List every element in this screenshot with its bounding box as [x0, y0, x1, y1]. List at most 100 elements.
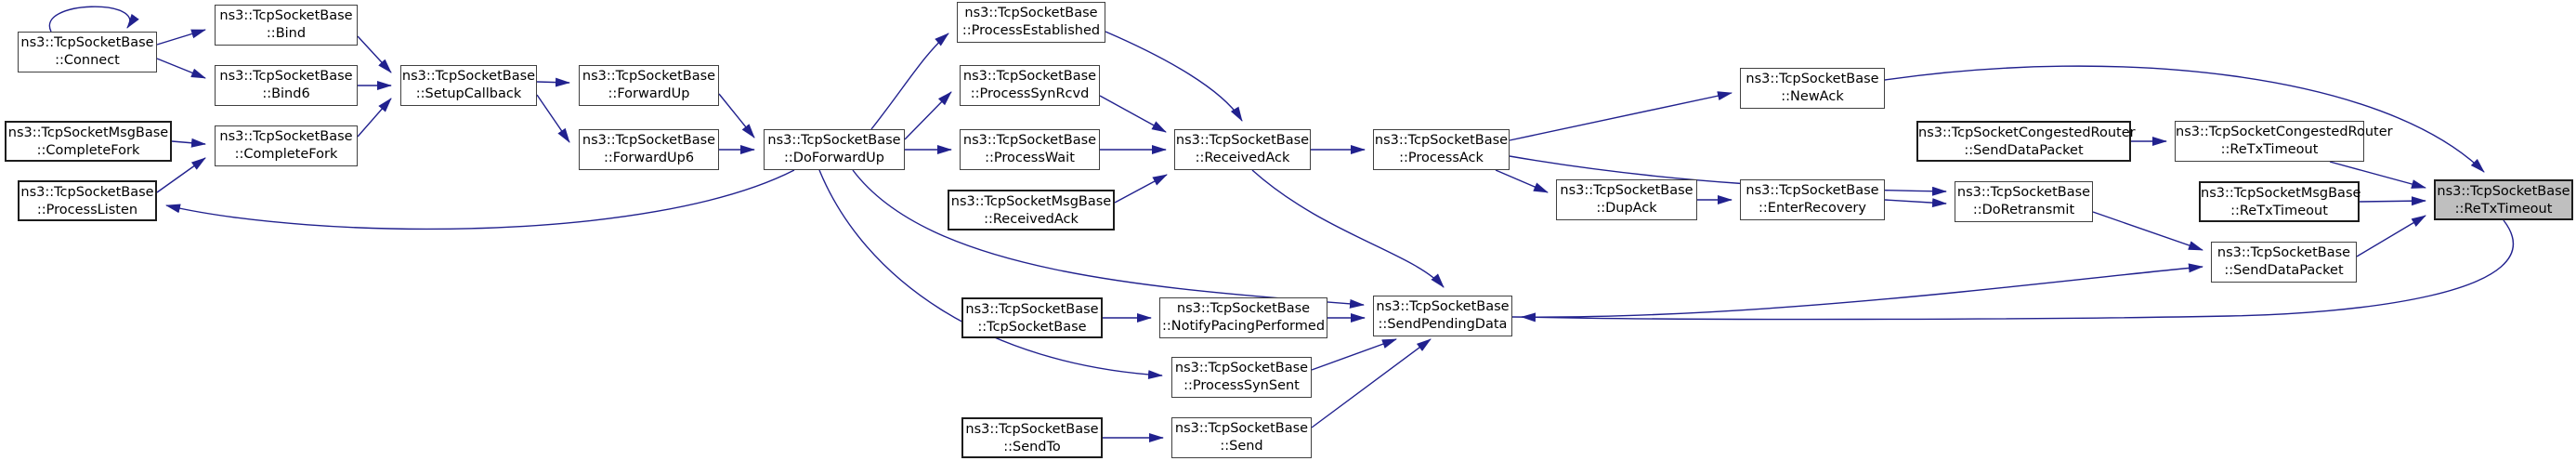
node-method-line: ::SendPendingData	[1378, 317, 1508, 332]
node-method-line: ::NotifyPacingPerformed	[1161, 319, 1326, 334]
node-forwardup6[interactable]: ns3::TcpSocketBase::ForwardUp6	[579, 129, 719, 170]
edge-processlisten-to-completefork	[156, 157, 206, 193]
node-class-line: ns3::TcpSocketBase	[1174, 421, 1309, 436]
edge-completefork-to-setupcallback	[357, 98, 392, 138]
node-connect[interactable]: ns3::TcpSocketBase::Connect	[18, 32, 157, 72]
edge-msgbase-receivedack-to-receivedack	[1114, 174, 1168, 204]
node-class-line: ns3::TcpSocketBase	[965, 302, 1099, 317]
edge-processack-to-dupack	[1495, 169, 1549, 193]
edge-processsynsent-to-sendpendingdata	[1311, 338, 1397, 371]
node-method-line: ::ProcessEstablished	[961, 23, 1101, 38]
edge-connect-to-connect	[48, 6, 139, 33]
node-class-line: ns3::TcpSocketBase	[1174, 361, 1309, 375]
node-method-line: ::DupAck	[1596, 201, 1657, 216]
node-class-line: ns3::TcpSocketBase	[1175, 133, 1310, 148]
edge-processack-to-newack	[1509, 91, 1733, 141]
node-method-line: ::ProcessSynSent	[1183, 378, 1300, 393]
edge-doforwardup-to-processestablished	[870, 33, 949, 130]
node-class-line: ns3::TcpSocketBase	[965, 422, 1099, 437]
node-class-line: ns3::TcpSocketBase	[1376, 299, 1510, 314]
node-method-line: ::Send	[1220, 439, 1263, 454]
edge-doforwardup-to-processlisten	[165, 169, 795, 230]
node-method-line: ::SendTo	[1003, 440, 1061, 454]
node-method-line: ::EnterRecovery	[1759, 201, 1866, 216]
node-processsynrcvd[interactable]: ns3::TcpSocketBase::ProcessSynRcvd	[960, 65, 1100, 106]
node-enterrecovery[interactable]: ns3::TcpSocketBase::EnterRecovery	[1740, 179, 1885, 220]
node-processack[interactable]: ns3::TcpSocketBase::ProcessAck	[1373, 129, 1510, 170]
node-class-line: ns3::TcpSocketBase	[1374, 133, 1509, 148]
node-notifypacingperformed[interactable]: ns3::TcpSocketBase::NotifyPacingPerforme…	[1159, 297, 1327, 338]
node-class-line: ns3::TcpSocketBase	[1746, 183, 1879, 198]
node-bind[interactable]: ns3::TcpSocketBase::Bind	[215, 5, 358, 46]
node-setupcallback[interactable]: ns3::TcpSocketBase::SetupCallback	[400, 65, 537, 106]
node-receivedack[interactable]: ns3::TcpSocketBase::ReceivedAck	[1174, 129, 1311, 170]
node-processsynsent[interactable]: ns3::TcpSocketBase::ProcessSynSent	[1171, 357, 1312, 398]
node-congestedrouter-senddatapacket[interactable]: ns3::TcpSocketCongestedRouter::SendDataP…	[1916, 121, 2136, 162]
node-class-line: ns3::TcpSocketBase	[1746, 72, 1879, 86]
node-class-line: ns3::TcpSocketBase	[962, 133, 1097, 148]
node-class-line: ns3::TcpSocketBase	[401, 69, 536, 84]
node-tcpsocketbase-constructor[interactable]: ns3::TcpSocketBase::TcpSocketBase	[961, 297, 1103, 338]
node-method-line: ::ProcessListen	[36, 203, 138, 217]
node-method-line: ::Bind	[266, 26, 307, 41]
edge-doforwardup-to-processsynrcvd	[904, 91, 952, 140]
edge-connect-to-bind	[156, 29, 206, 46]
edge-send-to-sendpendingdata	[1311, 338, 1432, 428]
node-doforwardup[interactable]: ns3::TcpSocketBase::DoForwardUp	[764, 129, 905, 170]
node-method-line: ::Bind6	[262, 86, 310, 101]
node-msgbase-completefork[interactable]: ns3::TcpSocketMsgBase::CompleteFork	[5, 121, 172, 162]
node-method-line: ::ReTxTimeout	[2220, 142, 2319, 157]
node-class-line: ns3::TcpSocketCongestedRouter	[2176, 125, 2393, 139]
edge-processestablished-to-receivedack	[1105, 31, 1243, 122]
node-method-line: ::SendDataPacket	[2224, 263, 2344, 278]
edge-msgbase-retxtimeout-to-retxtimeout	[2359, 196, 2426, 206]
node-method-line: ::Connect	[55, 53, 120, 68]
node-newack[interactable]: ns3::TcpSocketBase::NewAck	[1740, 68, 1885, 109]
node-method-line: ::ProcessSynRcvd	[970, 86, 1090, 101]
node-class-line: ns3::TcpSocketBase	[582, 133, 716, 148]
node-class-line: ns3::TcpSocketMsgBase	[950, 194, 1112, 209]
node-sendpendingdata[interactable]: ns3::TcpSocketBase::SendPendingData	[1373, 296, 1512, 336]
node-method-line: ::ForwardUp	[608, 86, 690, 101]
node-dupack[interactable]: ns3::TcpSocketBase::DupAck	[1556, 179, 1697, 220]
node-doretransmit[interactable]: ns3::TcpSocketBase::DoRetransmit	[1955, 181, 2093, 222]
edge-congestedrouter-retxtimeout-to-retxtimeout	[2329, 161, 2426, 189]
node-class-line: ns3::TcpSocketBase	[962, 69, 1097, 84]
node-method-line: ::ReTxTimeout	[2454, 202, 2553, 217]
node-msgbase-receivedack[interactable]: ns3::TcpSocketMsgBase::ReceivedAck	[948, 190, 1115, 230]
edge-connect-to-bind6	[156, 58, 206, 79]
edge-newack-to-retxtimeout	[1884, 65, 2485, 173]
node-retxtimeout[interactable]: ns3::TcpSocketBase::ReTxTimeout	[2434, 179, 2573, 220]
node-class-line: ns3::TcpSocketBase	[219, 129, 353, 144]
node-bind6[interactable]: ns3::TcpSocketBase::Bind6	[215, 65, 358, 106]
node-method-line: ::SendDataPacket	[1964, 143, 2084, 158]
node-processestablished[interactable]: ns3::TcpSocketBase::ProcessEstablished	[957, 2, 1105, 43]
node-class-line: ns3::TcpSocketBase	[2437, 184, 2570, 199]
edge-doretransmit-to-senddatapacket	[2092, 211, 2203, 251]
edge-bind-to-setupcallback	[357, 35, 392, 73]
edge-retxtimeout-to-sendpendingdata	[1521, 219, 2514, 323]
node-forwardup[interactable]: ns3::TcpSocketBase::ForwardUp	[579, 65, 719, 106]
node-completefork[interactable]: ns3::TcpSocketBase::CompleteFork	[215, 125, 358, 166]
node-congestedrouter-retxtimeout[interactable]: ns3::TcpSocketCongestedRouter::ReTxTimeo…	[2175, 121, 2393, 162]
node-msgbase-retxtimeout[interactable]: ns3::TcpSocketMsgBase::ReTxTimeout	[2199, 181, 2360, 222]
node-send[interactable]: ns3::TcpSocketBase::Send	[1171, 417, 1312, 458]
node-method-line: ::DoRetransmit	[1972, 203, 2075, 217]
node-class-line: ns3::TcpSocketBase	[582, 69, 716, 84]
node-senddatapacket[interactable]: ns3::TcpSocketBase::SendDataPacket	[2211, 242, 2357, 283]
edge-setupcallback-to-forwardup	[536, 77, 570, 87]
edge-msgbase-completefork-to-completefork	[171, 138, 206, 148]
node-class-line: ns3::TcpSocketBase	[219, 69, 353, 84]
node-class-line: ns3::TcpSocketBase	[1956, 185, 2091, 200]
node-method-line: ::ProcessWait	[985, 151, 1075, 165]
node-method-line: ::ForwardUp6	[603, 151, 695, 165]
node-processwait[interactable]: ns3::TcpSocketBase::ProcessWait	[960, 129, 1100, 170]
node-class-line: ns3::TcpSocketMsgBase	[2201, 186, 2361, 201]
node-sendto[interactable]: ns3::TcpSocketBase::SendTo	[961, 417, 1103, 458]
node-class-line: ns3::TcpSocketBase	[219, 8, 353, 23]
node-processlisten[interactable]: ns3::TcpSocketBase::ProcessListen	[18, 180, 157, 221]
node-method-line: ::CompleteFork	[36, 143, 140, 158]
node-method-line: ::DoForwardUp	[784, 151, 884, 165]
